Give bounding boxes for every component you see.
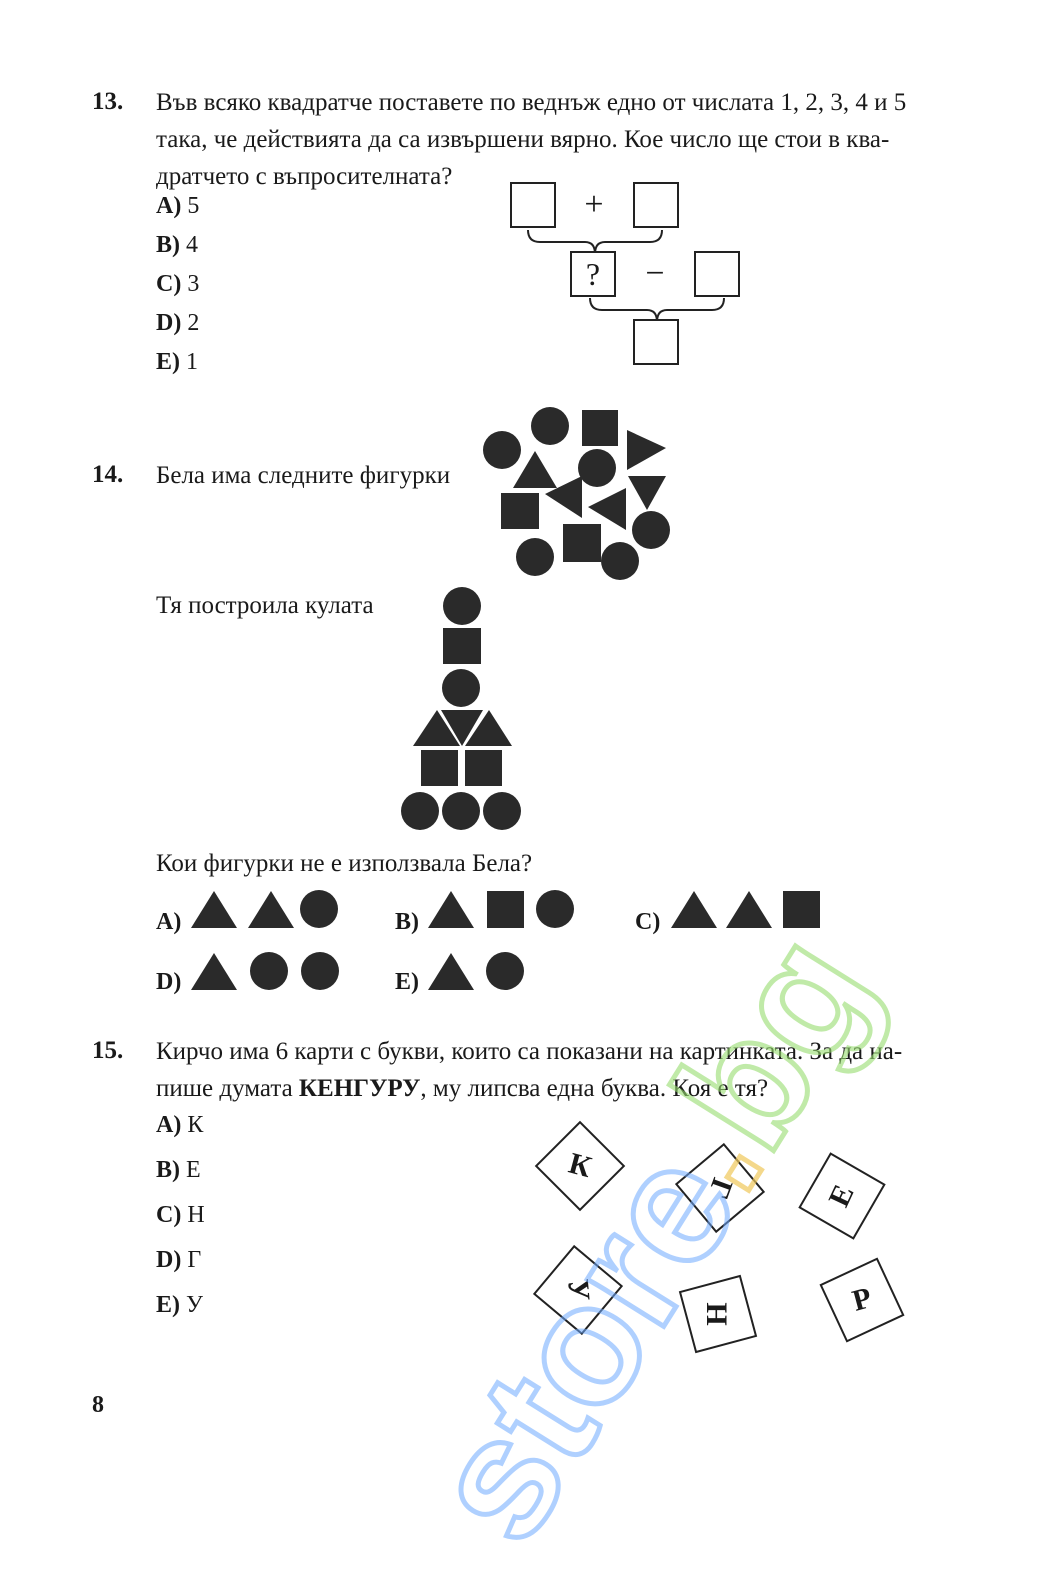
q14-number: 14. bbox=[92, 461, 124, 488]
pile-circle bbox=[531, 407, 569, 445]
q13-option-b[interactable]: B) 4 bbox=[156, 232, 198, 258]
option-b-circle bbox=[536, 890, 574, 928]
option-d-circle bbox=[250, 952, 288, 990]
q13-box-result bbox=[633, 319, 679, 365]
tower-triangle bbox=[465, 710, 512, 746]
pile-triangle bbox=[588, 488, 626, 530]
q13-question-box: ? bbox=[570, 251, 616, 297]
q15-option-d[interactable]: D) Г bbox=[156, 1247, 202, 1273]
q14-option-shapes bbox=[191, 890, 820, 990]
q15-number: 15. bbox=[92, 1037, 124, 1064]
option-c-triangle bbox=[671, 891, 717, 928]
q15-option-a[interactable]: A) К bbox=[156, 1112, 204, 1138]
q13-box-2 bbox=[633, 182, 679, 228]
pile-square bbox=[563, 524, 601, 562]
pile-square bbox=[582, 410, 618, 446]
q13-option-e[interactable]: E) 1 bbox=[156, 349, 198, 375]
option-c-square bbox=[783, 891, 820, 928]
tower-square bbox=[465, 750, 502, 786]
q15-option-c[interactable]: C) Н bbox=[156, 1202, 205, 1228]
pile-circle bbox=[632, 511, 670, 549]
option-a-circle bbox=[300, 890, 338, 928]
q13-line1: Във всяко квадратче поставете по веднъж … bbox=[156, 89, 907, 116]
tower-circle bbox=[442, 669, 480, 707]
pile-triangle bbox=[545, 476, 582, 518]
option-e-circle bbox=[486, 952, 524, 990]
q14-shape-pile bbox=[483, 407, 670, 580]
q14-tower-text: Тя построила кулата bbox=[156, 592, 374, 619]
q13-option-d[interactable]: D) 2 bbox=[156, 310, 200, 336]
option-b-triangle bbox=[428, 891, 474, 928]
q13-line3: дратчето с въпросителната? bbox=[156, 163, 453, 190]
q15-option-e[interactable]: E) У bbox=[156, 1292, 203, 1318]
tower-square bbox=[443, 628, 481, 664]
tower-triangle bbox=[441, 710, 483, 746]
q13-plus-sign: + bbox=[584, 186, 604, 223]
q14-text: Бела има следните фигурки bbox=[156, 462, 451, 489]
q13-box-3 bbox=[694, 251, 740, 297]
q13-minus-sign: − bbox=[645, 255, 665, 292]
option-b-square bbox=[487, 891, 524, 928]
card-r: Р bbox=[819, 1257, 905, 1343]
tower-triangle bbox=[413, 710, 460, 746]
tower-circle bbox=[443, 587, 481, 625]
option-d-circle bbox=[301, 952, 339, 990]
pile-triangle bbox=[513, 451, 557, 488]
q13-text: Във всяко квадратче поставете по веднъж … bbox=[156, 84, 968, 195]
option-c-triangle bbox=[726, 891, 772, 928]
pile-circle bbox=[483, 431, 521, 469]
option-d-triangle bbox=[191, 953, 237, 990]
q13-question-mark: ? bbox=[585, 255, 601, 292]
page-number: 8 bbox=[92, 1392, 104, 1418]
q15-line1: Кирчо има 6 карти с букви, които са пока… bbox=[156, 1038, 903, 1065]
q13-line2: така, че действията да са извършени вярн… bbox=[156, 126, 890, 153]
q15-option-b[interactable]: B) Е bbox=[156, 1157, 201, 1183]
tower-square bbox=[421, 750, 458, 786]
tower-circle bbox=[483, 792, 521, 830]
q15-line2: пише думата КЕНГУРУ, му липсва една букв… bbox=[156, 1075, 769, 1102]
q15-text: Кирчо има 6 карти с букви, които са пока… bbox=[156, 1033, 968, 1107]
pile-circle bbox=[601, 542, 639, 580]
pile-square bbox=[501, 493, 539, 529]
q14-question: Кои фигурки не е използвала Бела? bbox=[156, 850, 533, 877]
pile-circle bbox=[516, 538, 554, 576]
q14-option-b[interactable]: B) bbox=[395, 909, 419, 935]
tower-circle bbox=[401, 792, 439, 830]
q13-box-1 bbox=[510, 182, 556, 228]
option-a-triangle bbox=[248, 891, 294, 928]
q14-option-c[interactable]: C) bbox=[635, 909, 661, 935]
pile-triangle bbox=[627, 430, 666, 470]
q13-number: 13. bbox=[92, 88, 124, 115]
q14-option-d[interactable]: D) bbox=[156, 969, 182, 995]
q15-word: КЕНГУРУ bbox=[298, 1075, 421, 1102]
q14-option-e[interactable]: E) bbox=[395, 969, 419, 995]
q13-option-c[interactable]: C) 3 bbox=[156, 271, 200, 297]
q14-option-a[interactable]: A) bbox=[156, 909, 182, 935]
pile-triangle bbox=[628, 476, 666, 510]
option-e-triangle bbox=[428, 953, 474, 990]
q14-tower bbox=[401, 587, 521, 830]
pile-circle bbox=[578, 449, 616, 487]
option-a-triangle bbox=[191, 891, 237, 928]
tower-circle bbox=[442, 792, 480, 830]
q13-option-a[interactable]: A) 5 bbox=[156, 193, 200, 219]
